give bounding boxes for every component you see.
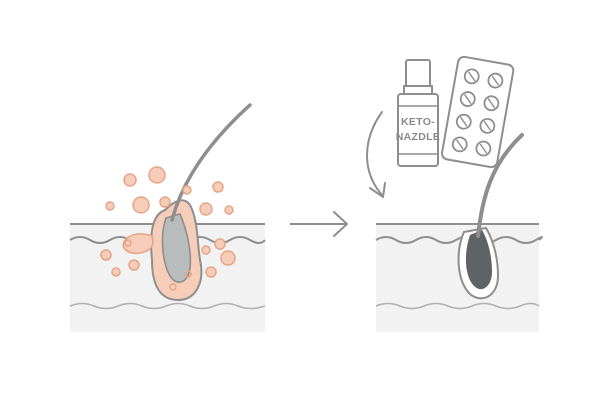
sebum-blob xyxy=(122,233,154,255)
particle xyxy=(124,239,132,247)
inflamed-skin-panel xyxy=(69,103,266,332)
particle xyxy=(205,266,217,278)
dermis-wave xyxy=(69,302,266,310)
follicle-dot xyxy=(169,283,177,291)
arrow-head-icon xyxy=(333,211,348,237)
particle xyxy=(212,181,224,193)
blister-pack-icon xyxy=(440,55,515,169)
medicine-bottle-icon: KETO- NAZDLE xyxy=(396,59,440,167)
inflammation-particles xyxy=(100,166,236,278)
bottle-neck xyxy=(403,85,433,95)
particle xyxy=(123,173,137,187)
follicle-dot xyxy=(184,270,192,278)
transition-arrow xyxy=(290,211,348,237)
bottle-cap xyxy=(405,59,431,89)
particle xyxy=(201,245,211,255)
bottle-body xyxy=(397,93,439,167)
bottle-label-line2: NAZDLE xyxy=(396,131,440,143)
hair-strand xyxy=(170,103,252,222)
particle xyxy=(159,196,171,208)
follicle-root xyxy=(161,213,192,283)
particle xyxy=(128,259,140,271)
particle xyxy=(199,202,213,216)
healthy-follicle-root xyxy=(465,230,492,290)
particle xyxy=(220,250,236,266)
particle xyxy=(132,196,150,214)
particle xyxy=(214,238,226,250)
particle xyxy=(105,201,115,211)
particle xyxy=(182,185,192,195)
dermis-wave xyxy=(375,302,540,310)
particle xyxy=(224,205,234,215)
particle xyxy=(148,166,166,184)
curved-arrow-head-icon xyxy=(369,182,386,198)
curved-arrow xyxy=(366,111,383,196)
pill-marks xyxy=(455,71,500,154)
healthy-skin-panel: KETO- NAZDLE xyxy=(366,55,543,332)
hair-strand xyxy=(476,133,524,238)
particle xyxy=(100,249,112,261)
particle xyxy=(111,267,121,277)
bottle-label-line1: KETO- xyxy=(401,116,435,128)
